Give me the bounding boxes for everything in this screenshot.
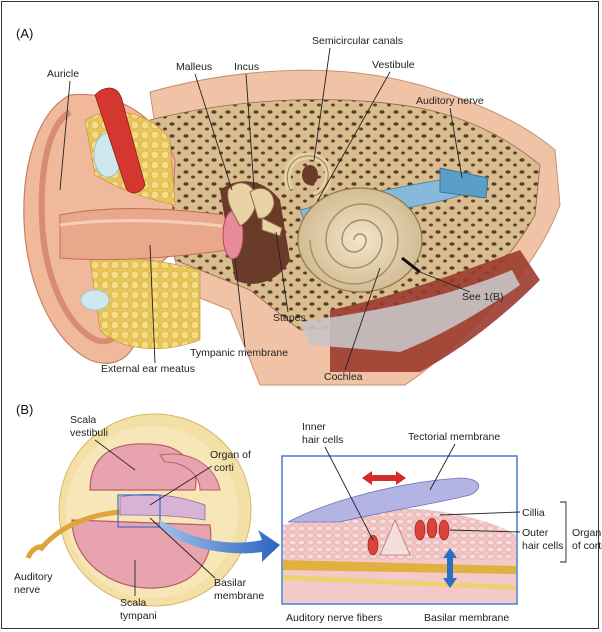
label-tectorial-membrane: Tectorial membrane — [408, 431, 500, 443]
label-cochlea: Cochlea — [324, 371, 363, 383]
label-organ-corti-1: Organ of — [210, 449, 251, 461]
label-scala-vestibuli-1: Scala — [70, 414, 96, 426]
label-basilar-membrane-zoom: Basilar membrane — [424, 612, 509, 624]
label-organ-of-corti-2: of corti — [572, 540, 602, 552]
label-tympanic-membrane: Tympanic membrane — [190, 347, 288, 359]
outer-ear-illustration — [24, 70, 560, 385]
label-outer-hair-cells-1: Outer — [522, 527, 549, 539]
label-semicircular-canals: Semicircular canals — [312, 35, 403, 47]
label-scala-tympani-1: Scala — [120, 597, 146, 609]
label-auditory-nerve-b-1: Auditory — [14, 571, 53, 583]
label-scala-tympani-2: tympani — [120, 610, 157, 622]
label-scala-vestibuli-2: vestibuli — [70, 427, 108, 439]
label-inner-hair-cells-2: hair cells — [302, 434, 343, 446]
bracket-organ-of-corti — [560, 502, 566, 562]
label-outer-hair-cells-2: hair cells — [522, 540, 563, 552]
label-see-1b: See 1(B) — [462, 291, 503, 303]
label-stapes: Stapes — [273, 312, 306, 324]
label-basilar-membrane-b-2: membrane — [214, 590, 264, 602]
label-external-ear-meatus: External ear meatus — [101, 363, 195, 375]
label-organ-corti-2: corti — [214, 462, 234, 474]
label-basilar-membrane-b-1: Basilar — [214, 577, 247, 589]
label-auricle: Auricle — [47, 68, 79, 80]
label-auditory-nerve-fibers: Auditory nerve fibers — [286, 612, 382, 624]
organ-of-corti-zoom — [282, 456, 517, 604]
label-organ-of-corti-1: Organ — [572, 527, 601, 539]
label-auditory-nerve: Auditory nerve — [416, 95, 484, 107]
label-inner-hair-cells-1: Inner — [302, 421, 326, 433]
panel-b-tag: (B) — [16, 402, 33, 417]
panel-a-tag: (A) — [16, 26, 33, 41]
label-malleus: Malleus — [176, 61, 212, 73]
label-vestibule: Vestibule — [372, 59, 415, 71]
label-cillia: Cillia — [522, 507, 545, 519]
label-auditory-nerve-b-2: nerve — [14, 584, 40, 596]
label-incus: Incus — [234, 61, 259, 73]
